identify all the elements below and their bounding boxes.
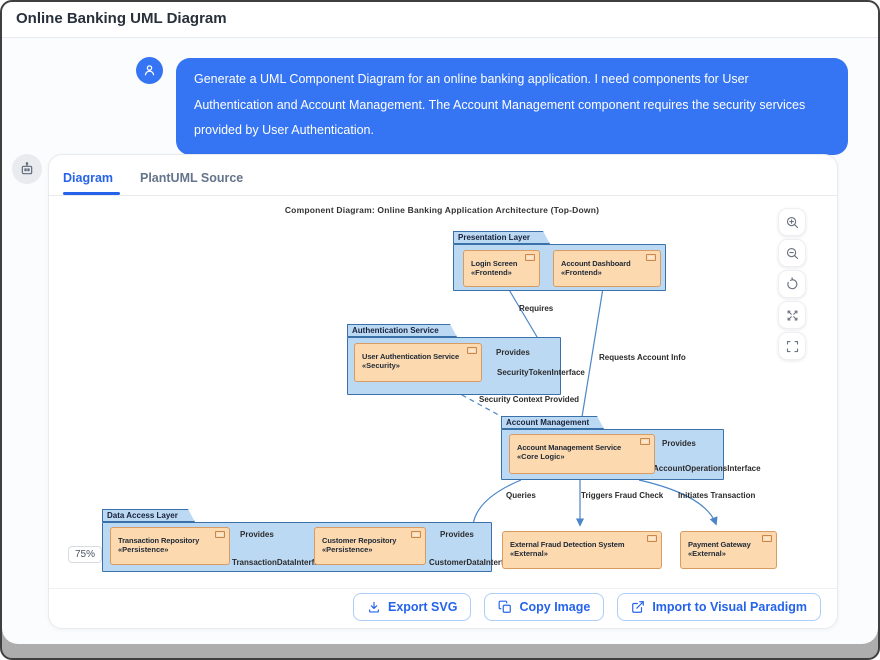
active-tab-underline — [63, 192, 120, 195]
tab-plantuml-source[interactable]: PlantUML Source — [140, 171, 244, 185]
copy-icon — [499, 600, 512, 613]
zoom-in-icon — [786, 216, 798, 228]
action-toolbar: Export SVG Copy Image Import to Visual P… — [353, 593, 821, 621]
export-svg-button[interactable]: Export SVG — [353, 593, 472, 621]
download-icon — [369, 601, 379, 613]
user-message-bubble: Generate a UML Component Diagram for an … — [176, 58, 848, 155]
page-title: Online Banking UML Diagram — [16, 10, 227, 27]
robot-icon — [21, 162, 33, 175]
user-person-icon — [144, 65, 155, 76]
tab-diagram[interactable]: Diagram — [63, 171, 114, 185]
external-link-icon — [632, 601, 645, 613]
tabs-divider — [49, 195, 837, 196]
expand-arrows-icon — [787, 310, 797, 320]
title-bar: Online Banking UML Diagram — [2, 2, 878, 38]
import-visual-paradigm-button[interactable]: Import to Visual Paradigm — [617, 593, 821, 621]
expand-button[interactable] — [778, 301, 806, 329]
zoom-out-icon — [786, 247, 798, 259]
fit-screen-icon — [786, 340, 798, 352]
app-window: Online Banking UML Diagram Generate a UM… — [2, 2, 878, 644]
reset-view-button[interactable] — [778, 270, 806, 298]
copy-image-button[interactable]: Copy Image — [484, 593, 605, 621]
zoom-out-button[interactable] — [778, 239, 806, 267]
footer-divider — [49, 588, 837, 589]
copy-image-label: Copy Image — [519, 600, 591, 614]
fit-screen-button[interactable] — [778, 332, 806, 360]
zoom-in-button[interactable] — [778, 208, 806, 236]
export-svg-label: Export SVG — [388, 600, 458, 614]
user-avatar — [136, 57, 163, 84]
reset-rotate-icon — [786, 276, 797, 289]
bot-avatar — [12, 154, 42, 184]
zoom-level-badge: 75% — [68, 546, 103, 563]
import-visual-paradigm-label: Import to Visual Paradigm — [652, 600, 807, 614]
result-card: Diagram PlantUML Source Export SVG Copy … — [48, 154, 838, 629]
